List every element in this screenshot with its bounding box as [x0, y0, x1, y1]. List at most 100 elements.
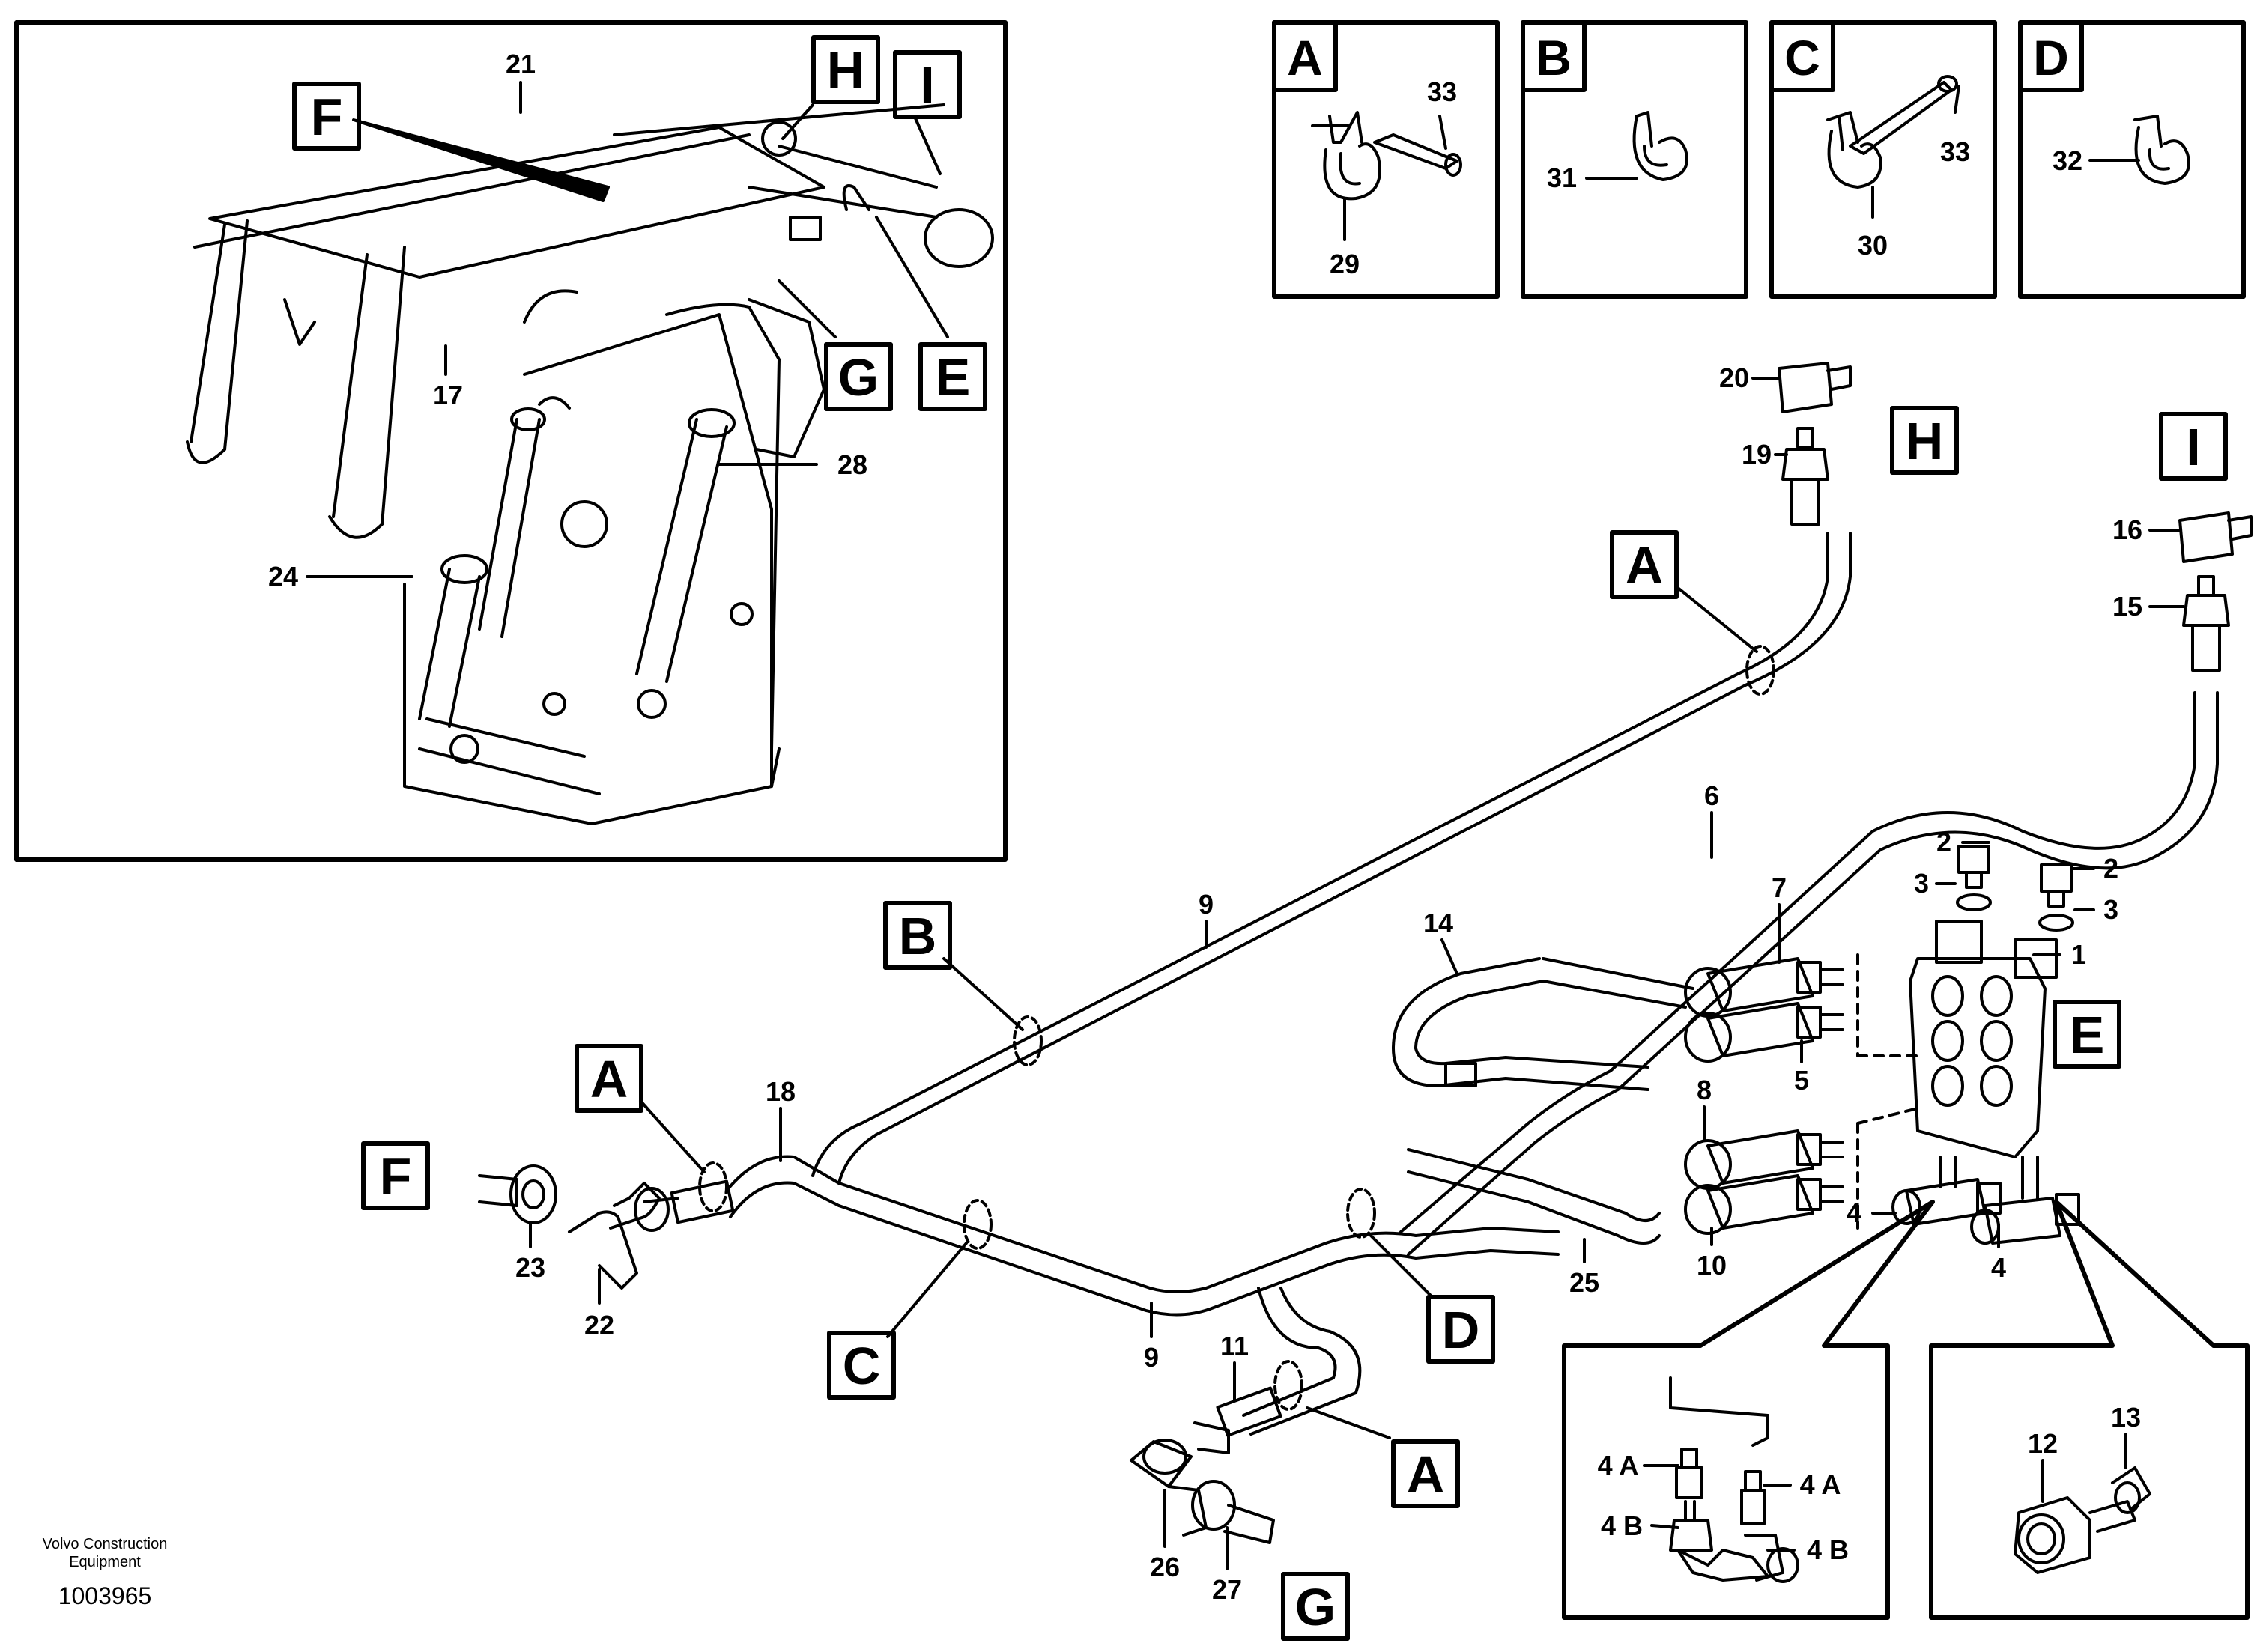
letter-G-main: G — [1295, 1578, 1336, 1636]
fitting-15-16 — [2178, 511, 2253, 672]
loc-box-A-upper — [1610, 530, 1679, 599]
connector-5 — [1684, 1002, 1844, 1063]
loc-box-H-overview — [811, 35, 880, 104]
detail-panel-tee — [1562, 1200, 1935, 1620]
callout-6: 6 — [1704, 780, 1719, 811]
pipe-25 — [1407, 1148, 1661, 1245]
loc-box-H-main — [1890, 406, 1959, 475]
callout-19: 19 — [1742, 439, 1772, 470]
clamp-29-illustration — [1311, 111, 1462, 201]
callout-10: 10 — [1697, 1250, 1727, 1281]
callout-12: 12 — [2028, 1428, 2058, 1459]
callout-11: 11 — [1220, 1331, 1249, 1361]
leader-14 — [1440, 938, 1458, 975]
loc-box-F-main — [361, 1141, 430, 1210]
detail-label-4A-right: 4 A — [1800, 1469, 1841, 1500]
pipe-14 — [1392, 957, 1649, 1091]
clamp-32-illustration — [2133, 115, 2190, 185]
callout-30: 30 — [1858, 230, 1888, 261]
section-marker-A-left — [698, 1161, 728, 1212]
letter-C: C — [843, 1337, 881, 1395]
callout-18: 18 — [766, 1076, 796, 1107]
callout-33-view-C: 33 — [1940, 136, 1970, 167]
loc-box-F-overview — [292, 82, 361, 151]
section-marker-C — [963, 1199, 993, 1250]
letter-H-overview: H — [827, 41, 865, 100]
loc-box-G-main — [1281, 1572, 1350, 1641]
pipe-9 — [811, 532, 1852, 1317]
view-panel-A — [1272, 20, 1500, 299]
callout-4b: 4 — [1991, 1252, 2006, 1283]
fitting-26-27 — [1130, 1421, 1275, 1544]
section-marker-D — [1346, 1188, 1376, 1239]
callout-24: 24 — [268, 561, 298, 592]
letter-G-overview: G — [838, 348, 879, 407]
view-letter-D: D — [2033, 30, 2069, 85]
callout-17: 17 — [433, 380, 463, 410]
section-marker-B — [1013, 1015, 1043, 1066]
letter-I-overview: I — [920, 56, 934, 115]
detail-panel-nut — [1929, 1200, 2250, 1620]
connector-7 — [1684, 957, 1844, 1018]
callout-25: 25 — [1569, 1267, 1599, 1298]
view-letter-B: B — [1536, 30, 1572, 85]
loc-box-A-left — [575, 1044, 643, 1113]
loc-box-B — [883, 901, 952, 970]
view-letter-A: A — [1287, 30, 1323, 85]
leader-G — [778, 279, 837, 338]
wedge-D — [1369, 1234, 1432, 1297]
pipe-18 — [643, 1155, 840, 1224]
leader-H — [781, 103, 814, 140]
view-tab-D — [2018, 20, 2084, 92]
letter-H-main: H — [1906, 412, 1944, 470]
callout-26: 26 — [1150, 1552, 1180, 1582]
loc-box-G-overview — [824, 342, 893, 411]
loc-box-D — [1426, 1295, 1495, 1364]
detail-label-4B-right: 4 B — [1807, 1534, 1849, 1565]
callout-16: 16 — [2112, 514, 2142, 545]
letter-I-main: I — [2186, 418, 2200, 476]
footer-company-line1: Volvo Construction — [43, 1536, 168, 1552]
loader-frame-illustration — [186, 103, 994, 825]
callout-2a: 2 — [1936, 827, 1951, 857]
callout-31: 31 — [1547, 163, 1577, 193]
pipe-11 — [1216, 1287, 1362, 1437]
loc-box-C — [827, 1331, 896, 1400]
callout-8: 8 — [1697, 1075, 1712, 1105]
letter-E-overview: E — [936, 348, 971, 407]
callout-33-view-A: 33 — [1427, 76, 1457, 107]
drawing-number: 1003965 — [58, 1582, 152, 1609]
plug-2-washer-3 — [1956, 845, 2074, 932]
view-letter-C: C — [1784, 30, 1820, 85]
callout-14: 14 — [1423, 908, 1453, 938]
letter-F-overview: F — [311, 88, 343, 146]
callout-1: 1 — [2071, 939, 2086, 970]
wedge-B — [942, 957, 1024, 1031]
letter-E-main: E — [2070, 1006, 2105, 1064]
detail-label-4B-left: 4 B — [1601, 1510, 1643, 1541]
leader-F-wedge — [352, 118, 610, 202]
callout-3b: 3 — [2103, 894, 2118, 925]
letter-F-main: F — [380, 1147, 412, 1206]
loc-box-I-main — [2159, 412, 2228, 481]
letter-A-lower: A — [1407, 1445, 1445, 1504]
callout-2b: 2 — [2103, 853, 2118, 884]
callout-7: 7 — [1772, 872, 1787, 903]
callout-22: 22 — [584, 1310, 614, 1340]
letter-B: B — [899, 907, 937, 965]
leader-I — [914, 117, 942, 175]
connector-8 — [1684, 1129, 1844, 1190]
callout-20: 20 — [1719, 362, 1749, 393]
callout-9-upper: 9 — [1199, 889, 1214, 920]
leader-4B-left — [1650, 1524, 1679, 1529]
view-panel-B — [1521, 20, 1748, 299]
dashed-links — [1856, 953, 1919, 1230]
leader-E — [875, 216, 949, 338]
callout-23: 23 — [515, 1252, 545, 1283]
view-tab-A — [1272, 20, 1338, 92]
view-tab-C — [1769, 20, 1835, 92]
overview-frame — [14, 20, 1008, 862]
letter-A-upper: A — [1626, 536, 1664, 595]
footer-company-line2: Equipment — [69, 1554, 141, 1570]
callout-13: 13 — [2111, 1402, 2141, 1433]
